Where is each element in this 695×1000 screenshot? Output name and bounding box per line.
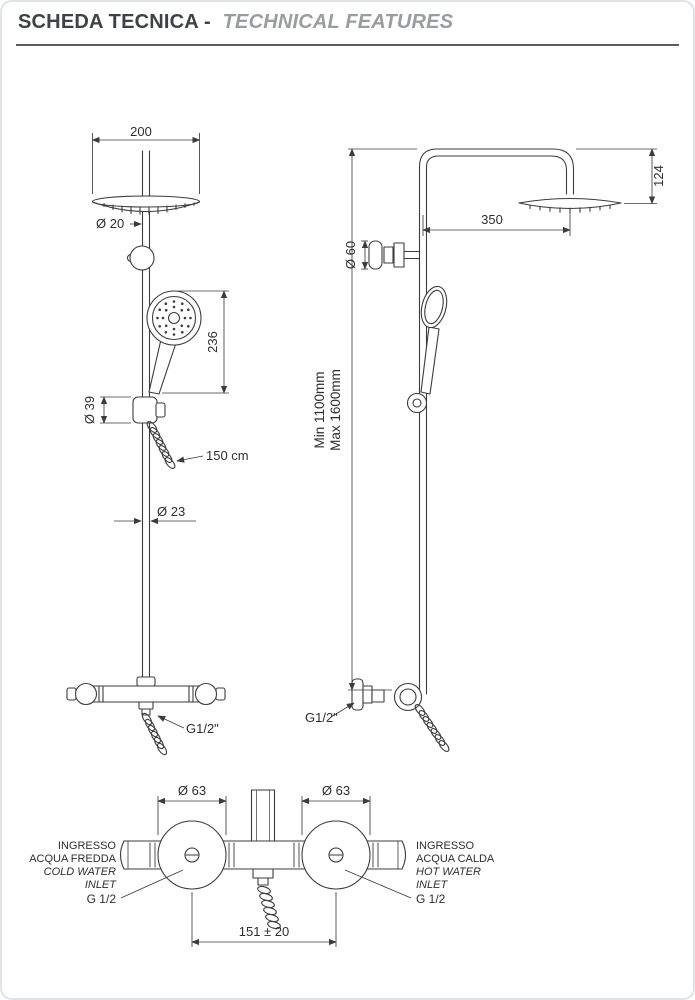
hot-inlet-line-4: INLET — [416, 879, 448, 891]
front-slider-bracket — [132, 396, 166, 424]
cold-inlet-thread: G 1/2 — [87, 892, 117, 906]
cold-inlet-line-4: INLET — [85, 879, 117, 891]
dim-label-slider-diameter: Ø 39 — [82, 396, 97, 424]
front-hand-shower — [146, 290, 202, 395]
front-outlet-hose — [141, 712, 168, 756]
front-view-drawing — [66, 150, 226, 756]
front-shower-head — [91, 195, 201, 215]
mixer-column-stub — [250, 789, 276, 842]
dim-label-hose-length: 150 cm — [206, 448, 249, 463]
header-divider — [16, 44, 679, 46]
dim-label-height-min: Min 1100mm — [312, 371, 327, 448]
front-mixer-body — [66, 676, 226, 716]
side-view-drawing — [351, 148, 622, 752]
dim-label-height-max: Max 1600mm — [328, 369, 343, 451]
front-column-pipe — [141, 211, 151, 687]
hot-inlet-thread: G 1/2 — [416, 892, 446, 906]
hot-inlet-line-2: ACQUA CALDA — [416, 853, 495, 865]
dim-label-left-rosette: Ø 63 — [178, 783, 206, 798]
cold-inlet-line-2: ACQUA FREDDA — [29, 853, 116, 865]
cold-inlet-line-3: COLD WATER — [44, 866, 116, 878]
side-riser-and-arm — [418, 148, 575, 695]
dim-label-arm-reach: 350 — [481, 212, 503, 227]
dim-label-front-outlet-thread: G1/2" — [186, 721, 219, 736]
front-head-pipe — [141, 150, 151, 198]
side-shower-head — [518, 197, 622, 214]
side-wall-bracket — [368, 240, 421, 270]
mixer-view-drawing — [119, 789, 407, 930]
mixer-outlet — [252, 868, 274, 886]
side-wall-inlet — [351, 678, 423, 712]
dim-label-side-inlet-thread: G1/2" — [305, 710, 338, 725]
side-hand-shower — [406, 285, 448, 414]
dim-label-head-width: 200 — [130, 124, 152, 139]
cold-inlet-leader — [120, 869, 184, 899]
side-view-dimensions: 124 350 Ø 60 Min 1100mm Max 1600mm G1/2" — [305, 148, 666, 725]
mixer-outlet-hose — [257, 885, 281, 930]
hand-shower-nozzles — [156, 300, 192, 336]
dim-label-right-rosette: Ø 63 — [322, 783, 350, 798]
page-title-italian: SCHEDA TECNICA - — [18, 11, 211, 33]
hot-inlet-line-3: HOT WATER — [416, 866, 481, 878]
front-swivel-joint — [126, 245, 155, 271]
cold-inlet-label: INGRESSO ACQUA FREDDA COLD WATER INLET G… — [29, 840, 117, 906]
hot-inlet-line-1: INGRESSO — [416, 840, 475, 852]
dim-label-inlet-distance: 151 ± 20 — [239, 924, 290, 939]
hot-inlet-label: INGRESSO ACQUA CALDA HOT WATER INLET G 1… — [416, 840, 495, 906]
dim-label-bracket-diameter: Ø 60 — [343, 241, 358, 269]
hot-inlet-leader — [344, 869, 412, 899]
mixer-view-dimensions: Ø 63 Ø 63 151 ± 20 INGRESSO ACQUA FREDDA… — [29, 783, 495, 947]
side-inlet-hose — [414, 704, 450, 752]
front-shower-hose — [146, 421, 176, 469]
dim-label-head-drop: 124 — [651, 165, 666, 187]
dim-label-column-diameter: Ø 23 — [157, 504, 185, 519]
cold-inlet-line-1: INGRESSO — [58, 840, 117, 852]
front-view-dimensions: 200 Ø 20 236 Ø 39 150 cm Ø 23 G1/2" — [82, 124, 249, 736]
mixer-right-rosette — [301, 820, 371, 890]
mixer-left-rosette — [157, 820, 227, 890]
page-title-english: TECHNICAL FEATURES — [222, 11, 454, 33]
dim-label-head-pipe: Ø 20 — [96, 216, 124, 231]
page-title: SCHEDA TECNICA - TECHNICAL FEATURES — [18, 11, 453, 34]
dim-label-handshower-length: 236 — [205, 331, 220, 353]
